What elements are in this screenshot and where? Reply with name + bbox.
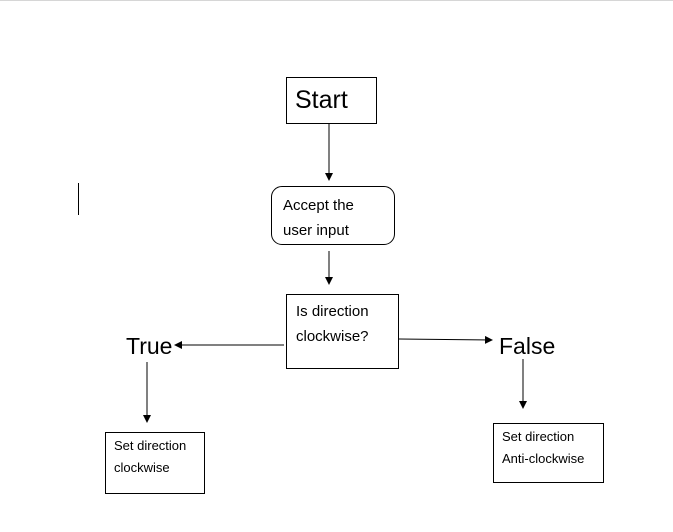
accept-input-node-label: Accept the user input [283,197,354,239]
arrow-decision-to-false [398,335,493,344]
text-cursor [78,183,79,215]
direction-decision-node: Is direction clockwise? [286,294,399,369]
start-node-label: Start [295,86,348,114]
set-anticlockwise-node-label: Set direction Anti-clockwise [502,429,585,466]
top-border [0,0,673,1]
start-node: Start [286,77,377,124]
accept-input-node: Accept the user input [271,186,395,245]
direction-decision-node-label: Is direction clockwise? [296,303,369,345]
set-clockwise-node-label: Set direction clockwise [114,438,187,475]
set-anticlockwise-node: Set direction Anti-clockwise [493,423,604,483]
false-branch-label: False [499,333,556,359]
set-clockwise-node: Set direction clockwise [105,432,205,494]
true-branch-label: True [126,333,173,359]
